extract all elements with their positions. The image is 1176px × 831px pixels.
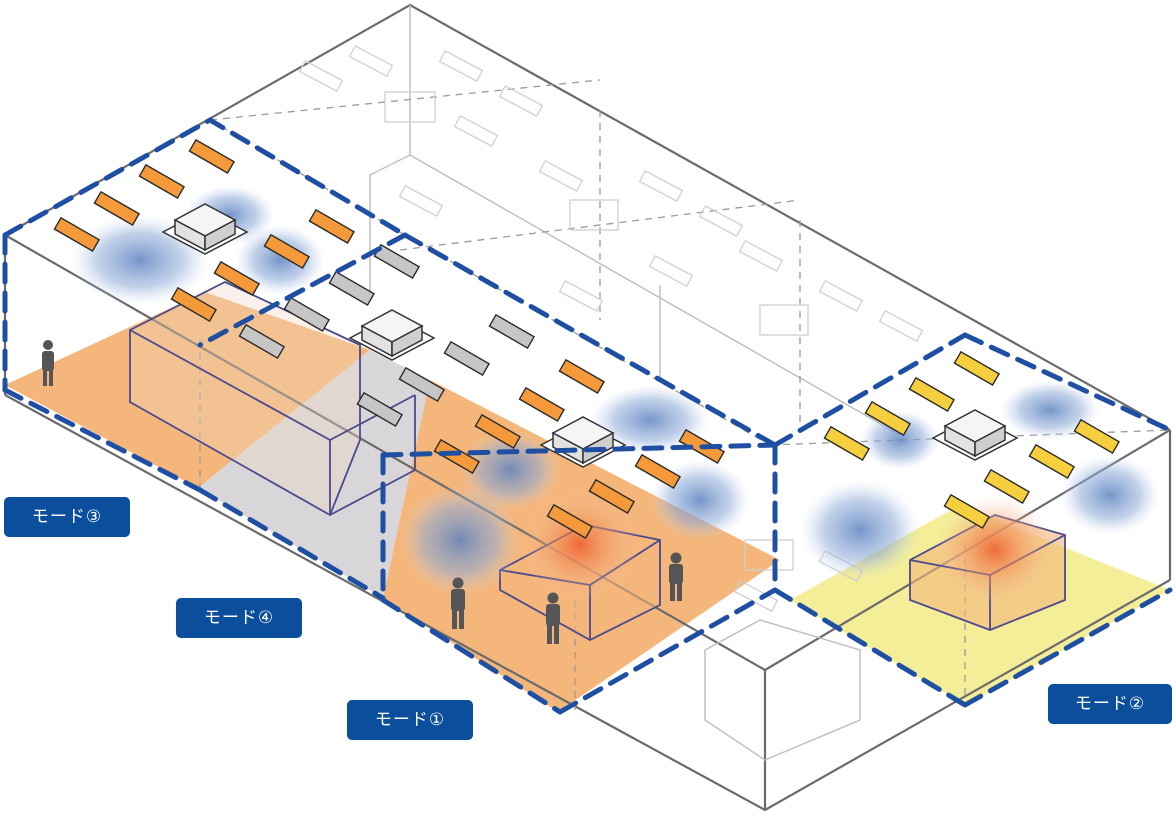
mode3-label: モード③ bbox=[4, 497, 130, 537]
mode1-label: モード① bbox=[347, 700, 473, 740]
ceiling-ac-unit-icon bbox=[161, 203, 1019, 468]
person-icon bbox=[42, 340, 683, 644]
mode2-label: モード② bbox=[1048, 684, 1172, 724]
heat-spot-mode2 bbox=[935, 495, 1055, 605]
mode4-label: モード④ bbox=[176, 598, 302, 638]
floor-mode3 bbox=[5, 292, 370, 488]
rear-zone-wireframe bbox=[369, 5, 901, 761]
mode-zone-borders bbox=[2, 117, 1173, 715]
ceiling-light-icon bbox=[53, 138, 1121, 540]
